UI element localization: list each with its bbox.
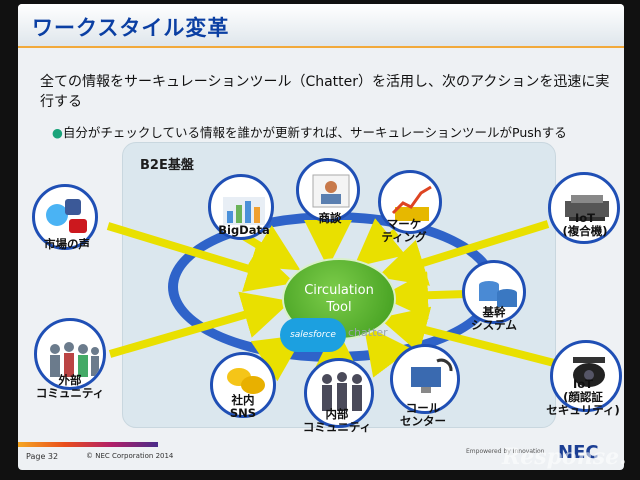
label-external-community: 外部 コミュニティ (35, 373, 105, 400)
arrow-iot-face (378, 306, 559, 368)
circulation-tool-line2: Tool (326, 300, 352, 315)
headset-computer-icon (411, 358, 453, 393)
label-marketing: マーケ ティング (381, 217, 427, 244)
label-negotiation: 商談 (318, 211, 342, 225)
node-call-center (390, 344, 460, 414)
arrow-internal-sns (250, 334, 304, 382)
label-internal-community: 内部 コミュニティ (302, 407, 372, 434)
people-icon (50, 342, 99, 377)
node-internal-sns (210, 352, 276, 418)
title-bar: ワークスタイル変革 (18, 4, 624, 48)
chart-icon (223, 197, 265, 225)
arrow-core-system (380, 271, 467, 320)
slide-title: ワークスタイル変革 (32, 16, 230, 40)
label-iot-face-security: IoT (顔認証 セキュリティ) (546, 377, 620, 417)
node-external-community (34, 318, 106, 390)
node-negotiation (296, 158, 360, 222)
arrows-layer (106, 218, 559, 382)
node-market-voice (32, 184, 98, 250)
page-number: Page 32 (26, 452, 59, 461)
database-icon (479, 281, 517, 307)
label-internal-sns: 社内 SNS (229, 393, 257, 420)
bullet-text: 自分がチェックしている情報を誰かが更新すれば、サーキュレーションツールがPush… (62, 125, 567, 140)
arrow-market-voice (106, 222, 295, 292)
growth-chart-icon (391, 185, 432, 221)
business-people-icon (322, 372, 362, 411)
footer-color-stripe (18, 442, 158, 447)
nec-logo: NEC (558, 442, 599, 463)
body-text: 全ての情報をサーキュレーションツール（Chatter）を活用し、次のアクションを… (40, 74, 610, 110)
arrow-external-community (108, 291, 292, 358)
label-market-voice: 市場の声 (44, 237, 90, 251)
chatter-logo: chatter (348, 326, 388, 339)
nec-tagline: Empowered by Innovation (466, 448, 545, 455)
bullet-point: ●自分がチェックしている情報を誰かが更新すれば、サーキュレーションツールがPus… (52, 122, 567, 141)
node-bigdata (208, 174, 274, 240)
node-iot-mfp (548, 172, 620, 244)
label-call-center: コール センター (400, 401, 446, 428)
arrow-call-center (363, 324, 412, 378)
b2e-label: B2E基盤 (140, 158, 194, 173)
node-iot-face-security (550, 340, 622, 412)
slide: ワークスタイル変革 全ての情報をサーキュレーションツール（Chatter）を活用… (18, 4, 624, 470)
label-iot-mfp: IoT (複合機) (562, 211, 608, 238)
circulation-tool-line1: Circulation (304, 283, 374, 298)
security-camera-icon (573, 357, 605, 387)
business-card-icon (312, 174, 350, 208)
response-watermark: Response. (502, 444, 627, 470)
speech-bubbles-icon (227, 368, 265, 394)
arrow-iot-mfp (377, 220, 550, 286)
printer-icon (565, 195, 609, 221)
node-core-system (462, 260, 526, 324)
bullet-marker: ● (52, 125, 63, 140)
copyright: © NEC Corporation 2014 (86, 452, 174, 460)
label-core-system: 基幹 システム (471, 305, 517, 332)
node-marketing (378, 170, 442, 234)
salesforce-logo: salesforce (280, 318, 346, 352)
node-internal-community (304, 358, 374, 428)
social-media-icon (46, 199, 87, 233)
label-bigdata: BigData (218, 223, 270, 237)
